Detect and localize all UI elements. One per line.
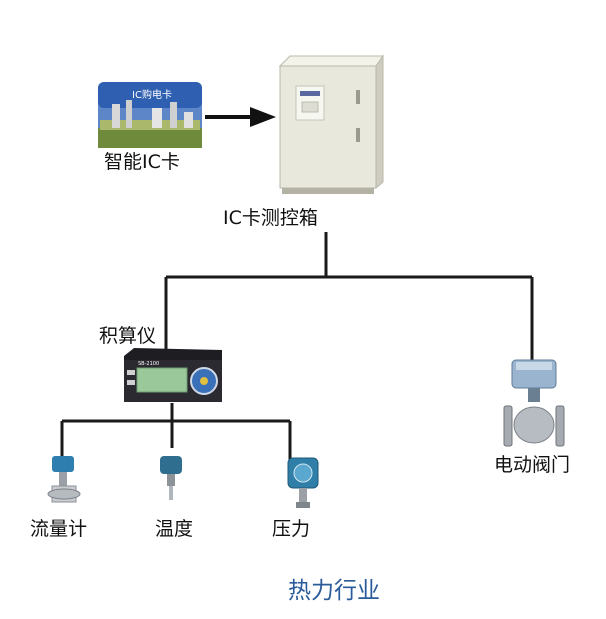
ic-cabinet-icon [278,54,384,194]
temperature-sensor-icon [160,456,182,500]
flowmeter-icon [47,456,81,503]
temperature-label: 温度 [155,518,194,540]
ic-card-label: 智能IC卡 [104,151,180,173]
industry-caption: 热力行业 [288,578,380,604]
electric-valve-icon [503,359,565,447]
card-text: IC购电卡 [132,88,172,101]
pressure-transmitter-icon [287,457,319,508]
integrator-label: 积算仪 [99,325,157,347]
ic-cabinet-label: IC卡测控箱 [223,207,318,229]
connection-lines [60,232,534,462]
pressure-label: 压力 [272,518,311,540]
integrator-icon: SB-2100 [124,348,222,402]
integrator-model: SB-2100 [138,361,159,367]
ic-card-icon: IC购电卡 [98,82,202,148]
electric-valve-label: 电动阀门 [494,454,571,476]
card-to-cabinet-arrow [205,107,276,127]
flowmeter-label: 流量计 [30,518,88,540]
